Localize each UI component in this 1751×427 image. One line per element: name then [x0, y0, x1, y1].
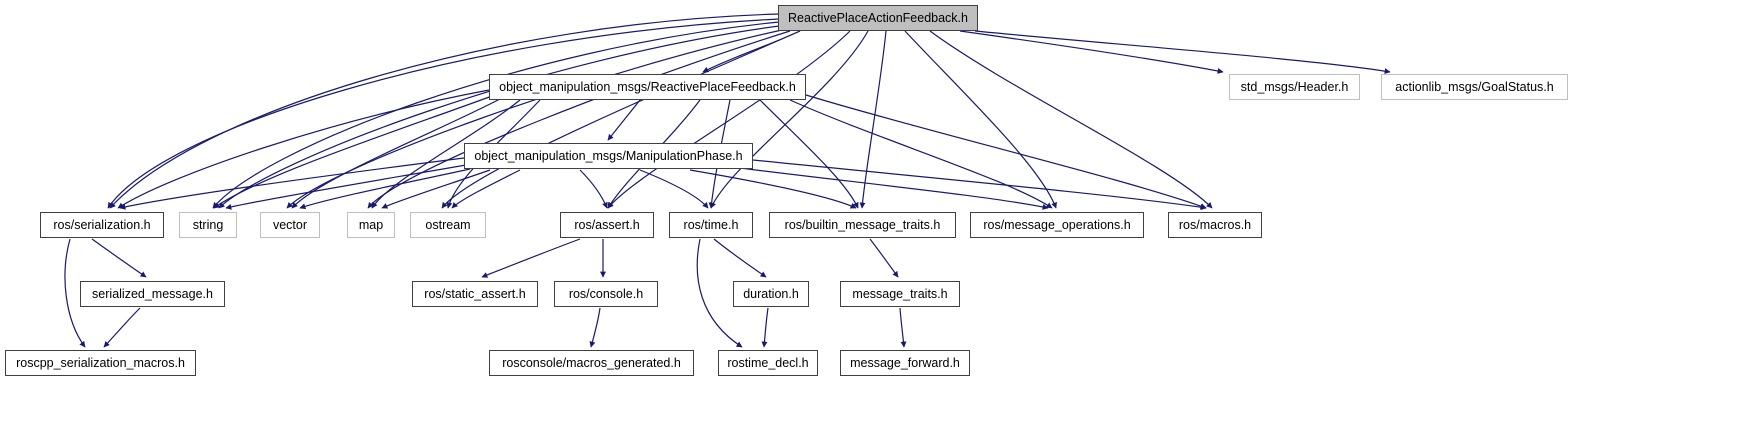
- graph-edge-root-to-ostream: [441, 30, 801, 209]
- graph-edge-manipphase-to-msg_operations: [739, 167, 1049, 210]
- graph-edge-manipphase-to-ros_time: [639, 169, 709, 209]
- graph-edge-root-to-builtin_traits: [859, 30, 887, 209]
- graph-node-label: object_manipulation_msgs/ReactivePlaceFe…: [499, 79, 796, 94]
- graph-edge-reactiveplacefb-to-builtin_traits: [759, 99, 859, 209]
- graph-edge-root-to-map: [367, 30, 791, 209]
- graph-edge-manipphase-to-string: [225, 164, 467, 210]
- graph-node-serialized_msg[interactable]: serialized_message.h: [80, 281, 225, 307]
- graph-node-rostime_decl[interactable]: rostime_decl.h: [718, 350, 818, 376]
- graph-node-label: serialized_message.h: [92, 286, 213, 301]
- graph-edge-root-to-ros_macros: [929, 30, 1213, 209]
- graph-node-ros_serialization[interactable]: ros/serialization.h: [40, 212, 164, 238]
- graph-edge-root-to-ros_assert: [607, 30, 851, 209]
- graph-node-ostream[interactable]: ostream: [410, 212, 486, 238]
- graph-edge-reactiveplacefb-to-ros_serialization: [117, 89, 490, 209]
- graph-edge-duration-to-rostime_decl: [761, 307, 769, 348]
- graph-edge-reactiveplacefb-to-msg_operations: [789, 99, 1053, 209]
- graph-node-label: vector: [272, 217, 308, 232]
- graph-node-label: ros/builtin_message_traits.h: [784, 217, 941, 232]
- graph-node-label: roscpp_serialization_macros.h: [16, 355, 185, 370]
- graph-node-msg_operations[interactable]: ros/message_operations.h: [970, 212, 1144, 238]
- graph-node-duration[interactable]: duration.h: [733, 281, 809, 307]
- graph-edge-ros_console-to-macros_generated: [589, 307, 601, 348]
- graph-node-label: rosconsole/macros_generated.h: [502, 355, 681, 370]
- graph-node-label: message_forward.h: [850, 355, 960, 370]
- graph-node-label: object_manipulation_msgs/ManipulationPha…: [474, 148, 743, 163]
- graph-edge-manipphase-to-ostream: [451, 169, 521, 209]
- graph-edge-manipphase-to-ros_assert: [579, 169, 608, 209]
- graph-node-map[interactable]: map: [347, 212, 395, 238]
- graph-edge-root-to-goalstatus: [974, 30, 1391, 75]
- graph-edge-message_traits-to-message_forward: [899, 307, 907, 348]
- graph-node-label: ReactivePlaceActionFeedback.h: [788, 10, 968, 25]
- graph-node-roscpp_ser_macros[interactable]: roscpp_serialization_macros.h: [5, 350, 196, 376]
- graph-edge-builtin_traits-to-message_traits: [869, 238, 899, 278]
- graph-edge-ros_assert-to-static_assert: [481, 238, 581, 278]
- graph-node-reactiveplacefb[interactable]: object_manipulation_msgs/ReactivePlaceFe…: [489, 74, 806, 100]
- graph-node-label: ros/assert.h: [574, 217, 640, 232]
- graph-edge-root-to-ros_time: [710, 30, 869, 209]
- graph-node-label: std_msgs/Header.h: [1240, 79, 1349, 94]
- graph-node-builtin_traits[interactable]: ros/builtin_message_traits.h: [769, 212, 956, 238]
- graph-node-label: actionlib_msgs/GoalStatus.h: [1395, 79, 1554, 94]
- graph-edge-reactiveplacefb-to-manipphase: [607, 99, 641, 141]
- graph-edge-manipphase-to-map: [381, 169, 491, 209]
- graph-edge-manipphase-to-ros_serialization: [119, 157, 465, 210]
- graph-node-ros_console[interactable]: ros/console.h: [554, 281, 658, 307]
- graph-node-macros_generated[interactable]: rosconsole/macros_generated.h: [489, 350, 694, 376]
- graph-edge-root-to-string: [212, 21, 780, 209]
- graph-node-label: ros/serialization.h: [53, 217, 151, 232]
- graph-node-vector[interactable]: vector: [260, 212, 320, 238]
- graph-edge-serialized_msg-to-roscpp_ser_macros: [103, 307, 141, 348]
- graph-node-string[interactable]: string: [179, 212, 237, 238]
- edge-group: [64, 13, 1391, 348]
- graph-node-ros_time[interactable]: ros/time.h: [669, 212, 753, 238]
- graph-node-label: ostream: [425, 217, 471, 232]
- graph-node-label: ros/time.h: [683, 217, 739, 232]
- graph-node-label: ros/console.h: [568, 286, 644, 301]
- graph-edge-root-to-vector: [286, 29, 783, 209]
- graph-node-static_assert[interactable]: ros/static_assert.h: [412, 281, 538, 307]
- graph-edge-root-to-stdmsgs_header: [959, 30, 1224, 74]
- graph-edge-root-to-ros_serialization: [109, 13, 780, 209]
- graph-edge-reactiveplacefb-to-ros_macros: [805, 94, 1207, 209]
- graph-node-label: duration.h: [743, 286, 799, 301]
- graph-node-goalstatus[interactable]: actionlib_msgs/GoalStatus.h: [1381, 74, 1568, 100]
- graph-edge-manipphase-to-vector: [299, 168, 471, 210]
- graph-edge-ros_serialization-to-serialized_msg: [91, 238, 147, 278]
- graph-edge-manipphase-to-builtin_traits: [689, 169, 857, 209]
- graph-edge-root-to-reactiveplacefb: [702, 30, 801, 73]
- graph-node-label: message_traits.h: [852, 286, 948, 301]
- graph-node-label: ros/static_assert.h: [424, 286, 526, 301]
- graph-node-root[interactable]: ReactivePlaceActionFeedback.h: [778, 5, 978, 31]
- graph-node-manipphase[interactable]: object_manipulation_msgs/ManipulationPha…: [464, 143, 753, 169]
- graph-node-label: ros/message_operations.h: [983, 217, 1131, 232]
- graph-edge-manipphase-to-ros_macros: [752, 159, 1207, 211]
- graph-edge-root-to-msg_operations: [904, 30, 1057, 209]
- graph-node-message_traits[interactable]: message_traits.h: [840, 281, 960, 307]
- graph-node-ros_assert[interactable]: ros/assert.h: [560, 212, 654, 238]
- graph-node-stdmsgs_header[interactable]: std_msgs/Header.h: [1229, 74, 1360, 100]
- graph-node-label: ros/macros.h: [1178, 217, 1252, 232]
- graph-node-ros_macros[interactable]: ros/macros.h: [1168, 212, 1262, 238]
- graph-edge-root-to-ros_serialization: [107, 18, 780, 209]
- graph-node-message_forward[interactable]: message_forward.h: [840, 350, 970, 376]
- graph-edge-root-to-string: [218, 25, 780, 209]
- graph-node-label: map: [358, 217, 384, 232]
- graph-edge-reactiveplacefb-to-string: [213, 95, 493, 209]
- graph-node-label: rostime_decl.h: [727, 355, 809, 370]
- graph-edge-ros_time-to-duration: [713, 238, 767, 278]
- graph-node-label: string: [192, 217, 224, 232]
